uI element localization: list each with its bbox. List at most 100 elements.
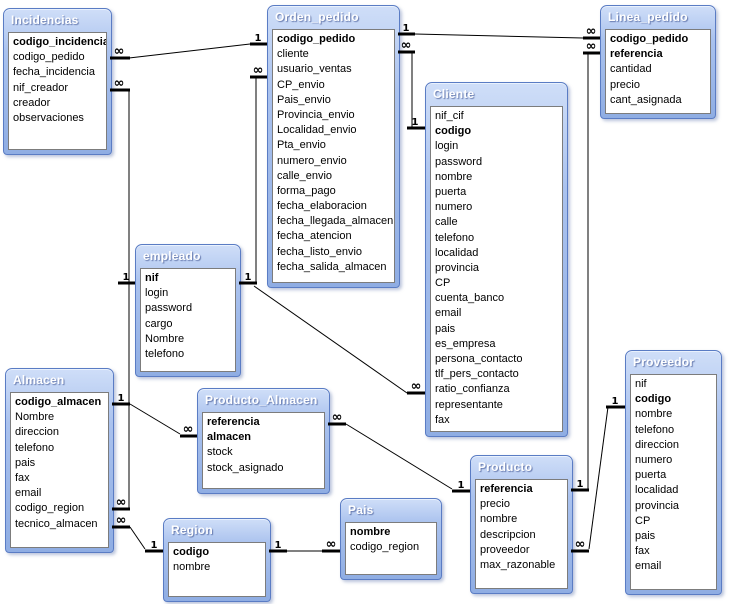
field-empleado-cargo[interactable]: cargo bbox=[145, 317, 173, 330]
table-title-producto_almacen[interactable]: Producto_Almacen bbox=[205, 393, 318, 407]
field-producto-nombre[interactable]: nombre bbox=[480, 513, 518, 526]
relationship-line-empleado-cliente[interactable] bbox=[253, 285, 408, 394]
field-proveedor-puerta[interactable]: puerta bbox=[635, 469, 667, 482]
field-producto_almacen-almacen[interactable]: almacen bbox=[207, 431, 252, 444]
field-almacen-tecnico_almacen[interactable]: tecnico_almacen bbox=[15, 517, 98, 530]
field-empleado-Nombre[interactable]: Nombre bbox=[145, 332, 185, 345]
field-cliente-email[interactable]: email bbox=[435, 307, 462, 320]
field-cliente-fax[interactable]: fax bbox=[435, 413, 450, 426]
relationship-line-region-almacen[interactable] bbox=[129, 526, 146, 550]
field-almacen-codigo_almacen[interactable]: codigo_almacen bbox=[15, 396, 102, 408]
field-linea_pedido-codigo_pedido[interactable]: codigo_pedido bbox=[610, 33, 689, 45]
field-proveedor-telefono[interactable]: telefono bbox=[635, 423, 675, 436]
field-proveedor-numero[interactable]: numero bbox=[635, 453, 673, 466]
field-cliente-provincia[interactable]: provincia bbox=[435, 261, 480, 274]
table-title-cliente[interactable]: Cliente bbox=[433, 87, 475, 101]
field-proveedor-direccion[interactable]: direccion bbox=[635, 438, 680, 451]
field-empleado-telefono[interactable]: telefono bbox=[145, 347, 185, 360]
relationship-line-incidencias-orden_pedido[interactable] bbox=[128, 43, 251, 59]
field-orden_pedido-fecha_atencion[interactable]: fecha_atencion bbox=[277, 230, 352, 243]
field-orden_pedido-cliente[interactable]: cliente bbox=[277, 48, 309, 61]
field-pais-codigo_region[interactable]: codigo_region bbox=[350, 541, 420, 554]
field-producto-proveedor[interactable]: proveedor bbox=[480, 543, 530, 556]
table-title-producto[interactable]: Producto bbox=[478, 460, 533, 474]
field-region-codigo[interactable]: codigo bbox=[173, 546, 210, 558]
field-cliente-pais[interactable]: pais bbox=[435, 322, 456, 335]
field-cliente-nombre[interactable]: nombre bbox=[435, 170, 473, 183]
field-incidencias-nif_creador[interactable]: nif_creador bbox=[13, 81, 69, 94]
field-producto_almacen-stock_asignado[interactable]: stock_asignado bbox=[207, 461, 284, 474]
field-producto-descripcion[interactable]: descripcion bbox=[480, 528, 536, 541]
field-cliente-cuenta_banco[interactable]: cuenta_banco bbox=[435, 292, 505, 305]
field-cliente-password[interactable]: password bbox=[435, 155, 483, 168]
field-orden_pedido-forma_pago[interactable]: forma_pago bbox=[277, 184, 336, 197]
field-almacen-direccion[interactable]: direccion bbox=[15, 426, 60, 439]
field-orden_pedido-CP_envio[interactable]: CP_envio bbox=[277, 78, 325, 91]
field-cliente-telefono[interactable]: telefono bbox=[435, 231, 475, 244]
field-cliente-tlf_pers_contacto[interactable]: tlf_pers_contacto bbox=[435, 368, 519, 381]
field-orden_pedido-Provincia_envio[interactable]: Provincia_envio bbox=[277, 108, 355, 121]
table-region[interactable]: Region codigo nombre bbox=[163, 518, 271, 602]
field-producto_almacen-stock[interactable]: stock bbox=[207, 446, 233, 459]
table-title-region[interactable]: Region bbox=[171, 523, 213, 537]
field-cliente-login[interactable]: login bbox=[435, 140, 459, 153]
field-cliente-representante[interactable]: representante bbox=[435, 398, 503, 411]
field-linea_pedido-referencia[interactable]: referencia bbox=[610, 48, 663, 61]
field-almacen-email[interactable]: email bbox=[15, 487, 42, 500]
field-orden_pedido-fecha_llegada_almacen[interactable]: fecha_llegada_almacen bbox=[277, 215, 394, 228]
relationship-line-proveedor-producto[interactable] bbox=[588, 406, 609, 550]
field-orden_pedido-numero_envio[interactable]: numero_envio bbox=[277, 154, 347, 167]
field-orden_pedido-usuario_ventas[interactable]: usuario_ventas bbox=[277, 63, 352, 76]
field-cliente-localidad[interactable]: localidad bbox=[435, 246, 479, 259]
field-cliente-numero[interactable]: numero bbox=[435, 201, 473, 214]
table-title-proveedor[interactable]: Proveedor bbox=[633, 355, 695, 369]
field-almacen-codigo_region[interactable]: codigo_region bbox=[15, 502, 85, 515]
field-cliente-es_empresa[interactable]: es_empresa bbox=[435, 337, 496, 350]
field-almacen-telefono[interactable]: telefono bbox=[15, 441, 55, 454]
field-proveedor-email[interactable]: email bbox=[635, 560, 662, 573]
field-orden_pedido-fecha_salida_almacen[interactable]: fecha_salida_almacen bbox=[277, 260, 387, 273]
table-title-empleado[interactable]: empleado bbox=[143, 249, 201, 263]
field-orden_pedido-codigo_pedido[interactable]: codigo_pedido bbox=[277, 33, 356, 45]
field-orden_pedido-Pais_envio[interactable]: Pais_envio bbox=[277, 93, 331, 106]
field-proveedor-localidad[interactable]: localidad bbox=[635, 484, 679, 497]
field-orden_pedido-calle_envio[interactable]: calle_envio bbox=[277, 169, 333, 182]
field-proveedor-provincia[interactable]: provincia bbox=[635, 499, 680, 512]
field-cliente-nif_cif[interactable]: nif_cif bbox=[435, 110, 464, 122]
field-producto-max_razonable[interactable]: max_razonable bbox=[480, 558, 556, 571]
field-cliente-ratio_confianza[interactable]: ratio_confianza bbox=[435, 383, 510, 396]
field-linea_pedido-precio[interactable]: precio bbox=[610, 78, 640, 91]
table-title-orden_pedido[interactable]: Orden_pedido bbox=[275, 10, 359, 24]
table-title-linea_pedido[interactable]: Linea_pedido bbox=[608, 10, 688, 24]
field-cliente-CP[interactable]: CP bbox=[435, 277, 451, 290]
relationship-line-almacen-producto_almacen[interactable] bbox=[129, 403, 181, 435]
field-pais-nombre[interactable]: nombre bbox=[350, 526, 391, 538]
field-region-nombre[interactable]: nombre bbox=[173, 561, 211, 574]
field-proveedor-nif[interactable]: nif bbox=[635, 378, 647, 390]
field-incidencias-observaciones[interactable]: observaciones bbox=[13, 111, 84, 124]
field-orden_pedido-Localidad_envio[interactable]: Localidad_envio bbox=[277, 124, 357, 137]
field-proveedor-CP[interactable]: CP bbox=[635, 514, 651, 527]
field-empleado-login[interactable]: login bbox=[145, 287, 169, 300]
field-incidencias-codigo_pedido[interactable]: codigo_pedido bbox=[13, 51, 85, 64]
field-empleado-nif[interactable]: nif bbox=[145, 272, 159, 284]
field-producto-referencia[interactable]: referencia bbox=[480, 483, 533, 495]
field-cliente-puerta[interactable]: puerta bbox=[435, 185, 467, 198]
field-almacen-Nombre[interactable]: Nombre bbox=[15, 411, 55, 424]
field-cliente-calle[interactable]: calle bbox=[435, 216, 458, 229]
field-proveedor-codigo[interactable]: codigo bbox=[635, 393, 672, 406]
field-proveedor-fax[interactable]: fax bbox=[635, 545, 650, 558]
table-title-almacen[interactable]: Almacen bbox=[13, 373, 65, 387]
field-proveedor-pais[interactable]: pais bbox=[635, 529, 656, 542]
field-orden_pedido-fecha_elaboracion[interactable]: fecha_elaboracion bbox=[277, 200, 367, 213]
